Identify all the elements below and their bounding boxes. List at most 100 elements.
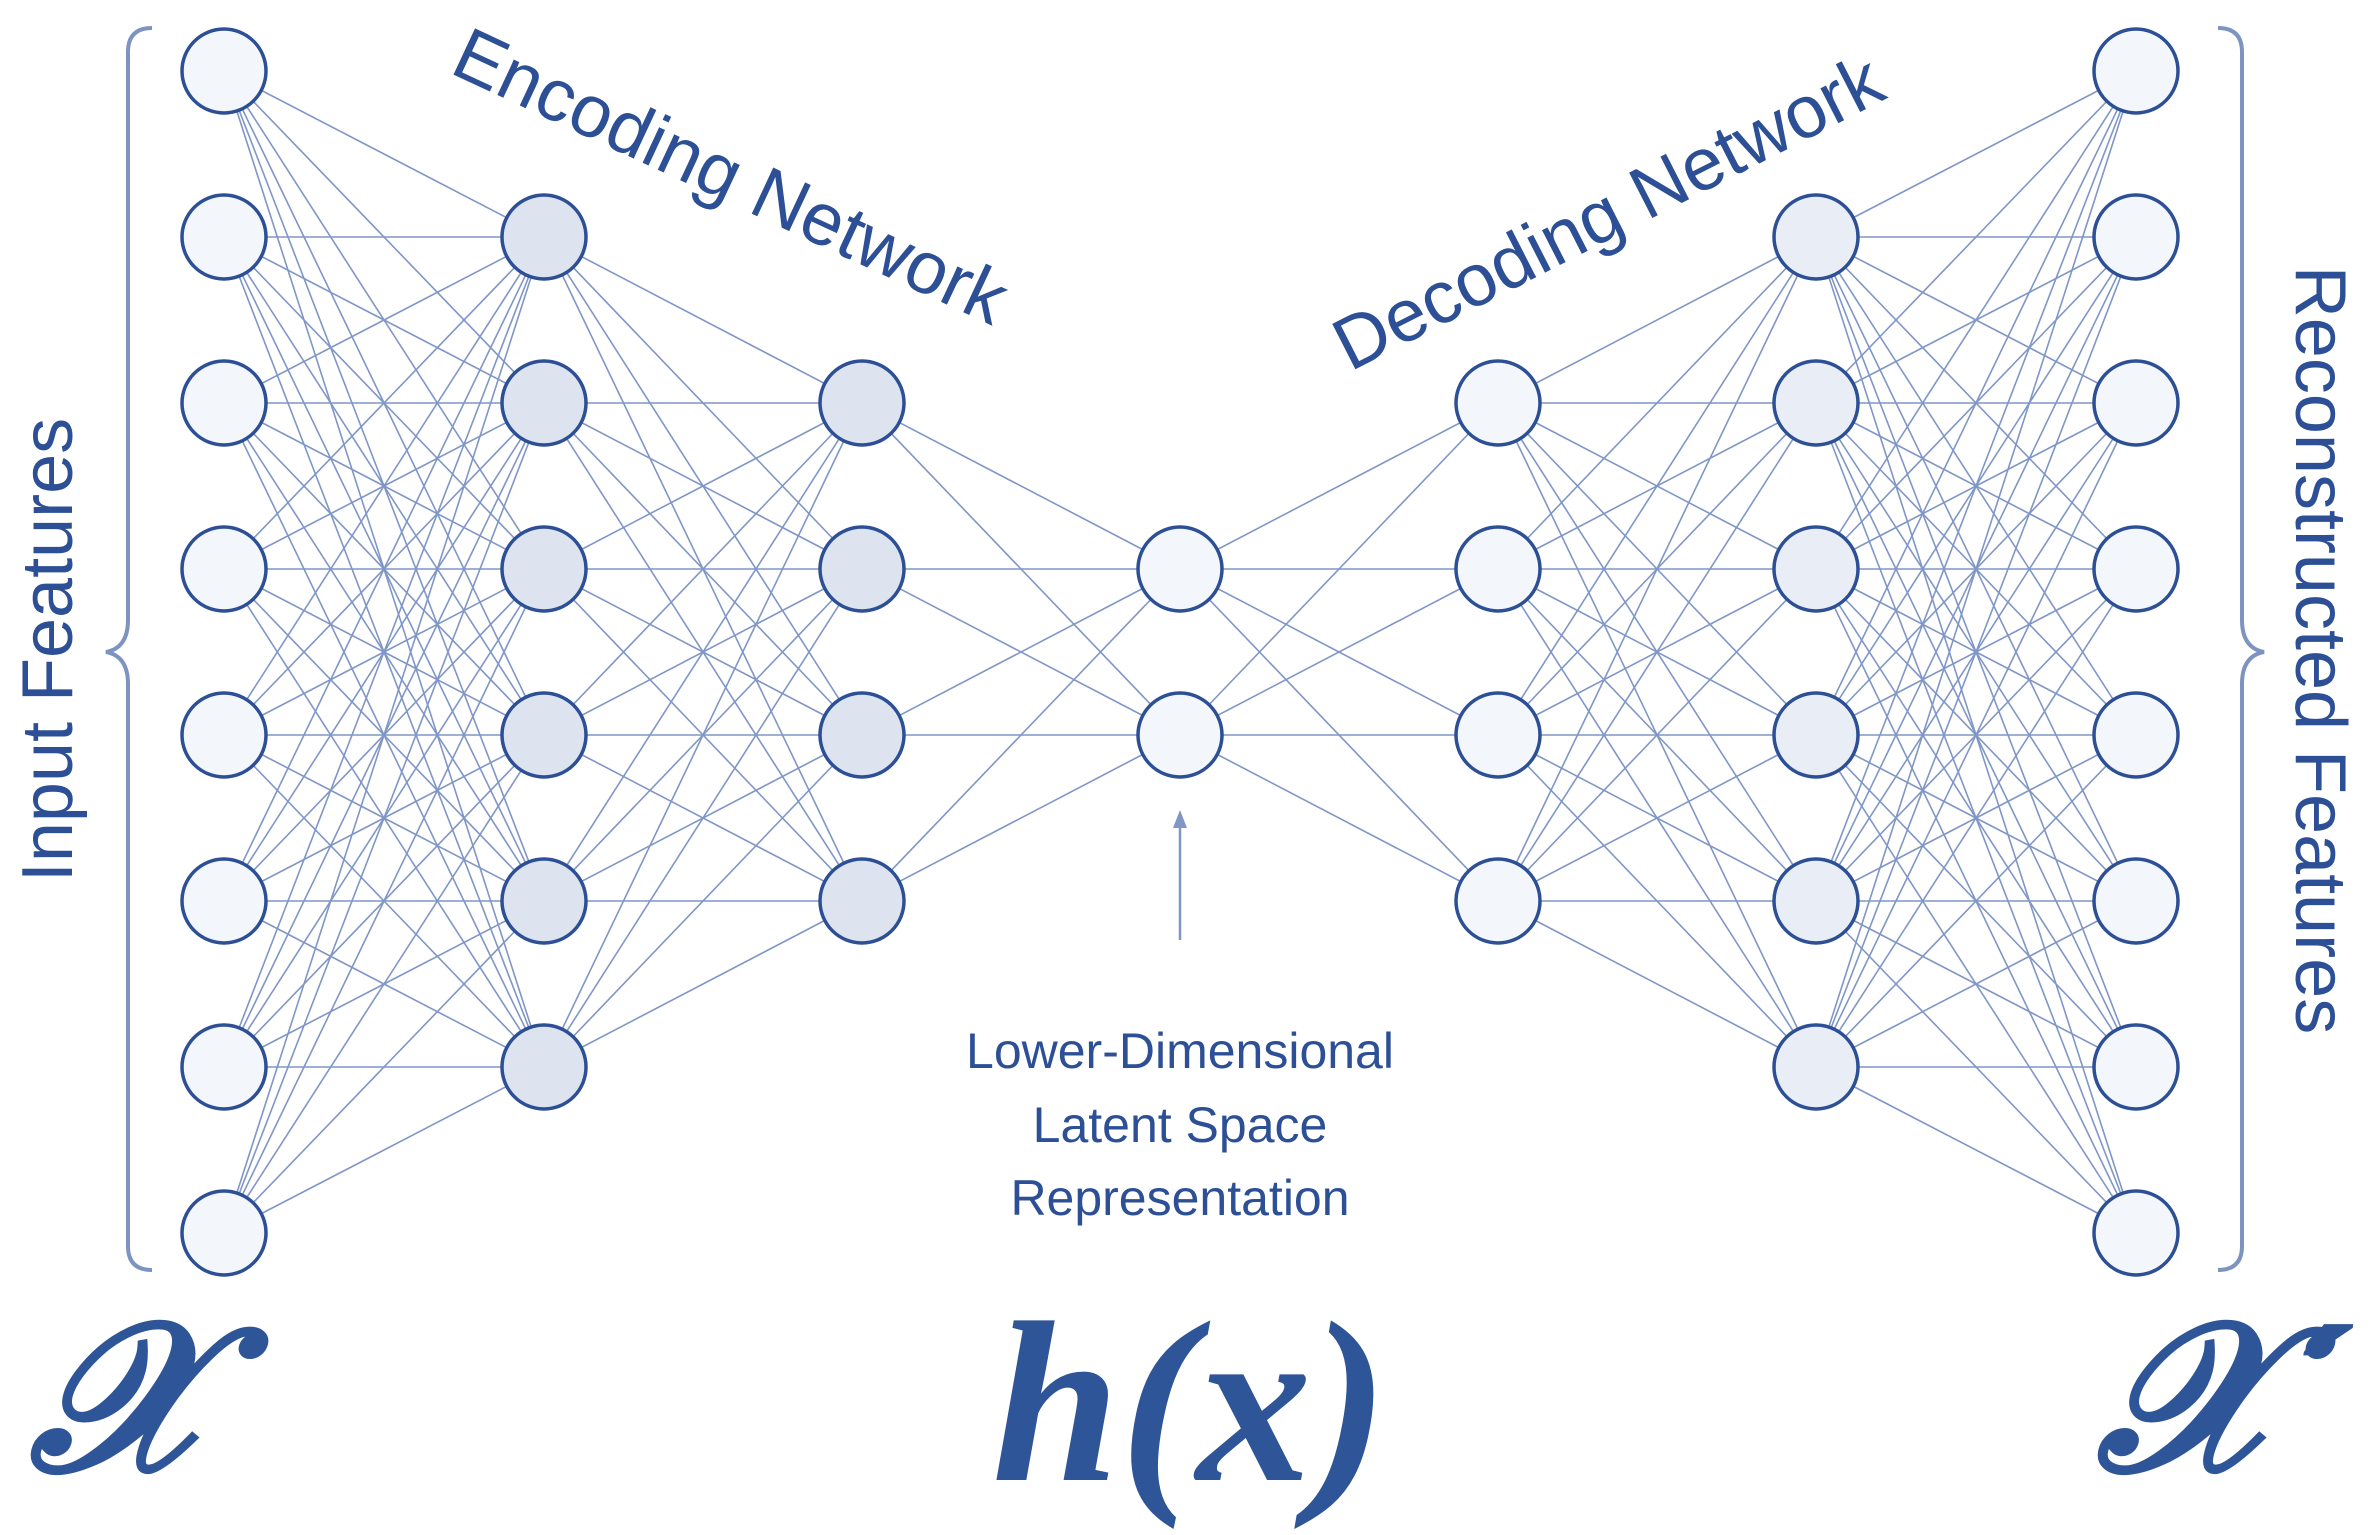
edge-5-2-0 bbox=[1815, 70, 2137, 570]
output-node-1 bbox=[2092, 193, 2180, 281]
edge-5-5-4 bbox=[1815, 734, 2137, 1068]
edge-4-0-0 bbox=[1497, 236, 1817, 404]
edge-3-1-0 bbox=[1179, 402, 1499, 736]
edge-5-5-1 bbox=[1815, 236, 2137, 1068]
edge-0-3-0 bbox=[223, 236, 545, 570]
edge-4-3-3 bbox=[1497, 734, 1817, 902]
edge-5-3-0 bbox=[1815, 70, 2137, 736]
decoder-hidden-1-node-2 bbox=[1454, 691, 1542, 779]
edge-0-0-0 bbox=[223, 70, 545, 238]
latent-node-0 bbox=[1136, 525, 1224, 613]
encoder-hidden-1-node-5 bbox=[500, 1023, 588, 1111]
edge-5-4-0 bbox=[1815, 70, 2137, 902]
input-node-7 bbox=[180, 1189, 268, 1277]
nodes-group bbox=[180, 27, 2180, 1277]
decoder-hidden-1-node-1 bbox=[1454, 525, 1542, 613]
edge-3-0-0 bbox=[1179, 402, 1499, 570]
edge-2-3-0 bbox=[861, 568, 1181, 902]
encoder-hidden-2-node-0 bbox=[818, 359, 906, 447]
edge-2-0-0 bbox=[861, 402, 1181, 570]
encoding-network-label: Encoding Network bbox=[441, 11, 1021, 340]
latent-symbol: h(x) bbox=[992, 1275, 1388, 1530]
latent-label-line3: Representation bbox=[1010, 1170, 1349, 1226]
edge-1-5-1 bbox=[543, 568, 863, 1068]
output-node-6 bbox=[2092, 1023, 2180, 1111]
edge-5-5-0 bbox=[1815, 70, 2137, 1068]
edge-0-2-0 bbox=[223, 236, 545, 404]
edge-0-7-1 bbox=[223, 402, 545, 1234]
decoder-hidden-1-node-0 bbox=[1454, 359, 1542, 447]
edge-1-5-2 bbox=[543, 734, 863, 1068]
reconstructed-features-label: Reconstructed Features bbox=[2280, 266, 2360, 1034]
output-brace bbox=[2217, 26, 2265, 1272]
edge-5-5-3 bbox=[1815, 568, 2137, 1068]
decoder-hidden-2-node-5 bbox=[1772, 1023, 1860, 1111]
output-node-5 bbox=[2092, 857, 2180, 945]
latent-arrow-head bbox=[1173, 810, 1187, 828]
input-node-1 bbox=[180, 193, 268, 281]
input-node-2 bbox=[180, 359, 268, 447]
edge-4-2-0 bbox=[1497, 236, 1817, 736]
edge-1-2-0 bbox=[543, 402, 863, 570]
edge-0-5-0 bbox=[223, 236, 545, 902]
encoder-hidden-1-node-2 bbox=[500, 525, 588, 613]
encoder-hidden-2-node-2 bbox=[818, 691, 906, 779]
edge-1-5-0 bbox=[543, 402, 863, 1068]
encoder-hidden-1-node-0 bbox=[500, 193, 588, 281]
edge-2-2-0 bbox=[861, 568, 1181, 736]
output-node-2 bbox=[2092, 359, 2180, 447]
latent-label-line1: Lower-Dimensional bbox=[966, 1023, 1394, 1079]
decoder-hidden-2-node-1 bbox=[1772, 359, 1860, 447]
decoder-hidden-2-node-4 bbox=[1772, 857, 1860, 945]
encoder-hidden-2-node-1 bbox=[818, 525, 906, 613]
edge-4-3-5 bbox=[1497, 900, 1817, 1068]
output-symbol: 𝒳´ bbox=[2095, 1284, 2354, 1516]
edge-5-5-7 bbox=[1815, 1066, 2137, 1234]
edge-0-4-0 bbox=[223, 236, 545, 736]
encoder-hidden-2-node-3 bbox=[818, 857, 906, 945]
edge-1-3-0 bbox=[543, 402, 863, 736]
edge-1-5-3 bbox=[543, 900, 863, 1068]
decoder-hidden-2-node-2 bbox=[1772, 525, 1860, 613]
input-features-label: Input Features bbox=[8, 418, 88, 882]
edge-5-1-0 bbox=[1815, 70, 2137, 404]
input-symbol: 𝒳 bbox=[28, 1284, 271, 1516]
edge-3-1-1 bbox=[1179, 568, 1499, 736]
edge-0-6-0 bbox=[223, 236, 545, 1068]
edge-1-4-0 bbox=[543, 402, 863, 902]
edge-3-1-3 bbox=[1179, 734, 1499, 902]
input-node-4 bbox=[180, 691, 268, 779]
decoder-hidden-1-node-3 bbox=[1454, 857, 1542, 945]
edge-4-3-2 bbox=[1497, 568, 1817, 902]
latent-label-line2: Latent Space bbox=[1033, 1097, 1328, 1153]
edge-4-3-1 bbox=[1497, 402, 1817, 902]
input-node-6 bbox=[180, 1023, 268, 1111]
edge-0-7-3 bbox=[223, 734, 545, 1234]
output-node-0 bbox=[2092, 27, 2180, 115]
edges-group bbox=[223, 70, 2137, 1234]
encoder-hidden-1-node-1 bbox=[500, 359, 588, 447]
edge-2-3-1 bbox=[861, 734, 1181, 902]
decoder-hidden-2-node-0 bbox=[1772, 193, 1860, 281]
output-node-4 bbox=[2092, 691, 2180, 779]
edge-4-3-0 bbox=[1497, 236, 1817, 902]
edge-1-0-0 bbox=[543, 236, 863, 404]
edge-5-0-0 bbox=[1815, 70, 2137, 238]
edge-0-7-0 bbox=[223, 236, 545, 1234]
edge-5-5-2 bbox=[1815, 402, 2137, 1068]
input-node-3 bbox=[180, 525, 268, 613]
input-brace bbox=[105, 26, 153, 1272]
output-node-3 bbox=[2092, 525, 2180, 613]
edge-0-7-5 bbox=[223, 1066, 545, 1234]
edge-5-5-5 bbox=[1815, 900, 2137, 1068]
input-node-5 bbox=[180, 857, 268, 945]
encoder-hidden-1-node-4 bbox=[500, 857, 588, 945]
latent-node-1 bbox=[1136, 691, 1224, 779]
encoder-hidden-1-node-3 bbox=[500, 691, 588, 779]
edge-4-1-0 bbox=[1497, 236, 1817, 570]
input-node-0 bbox=[180, 27, 268, 115]
edge-0-7-2 bbox=[223, 568, 545, 1234]
decoder-hidden-2-node-3 bbox=[1772, 691, 1860, 779]
